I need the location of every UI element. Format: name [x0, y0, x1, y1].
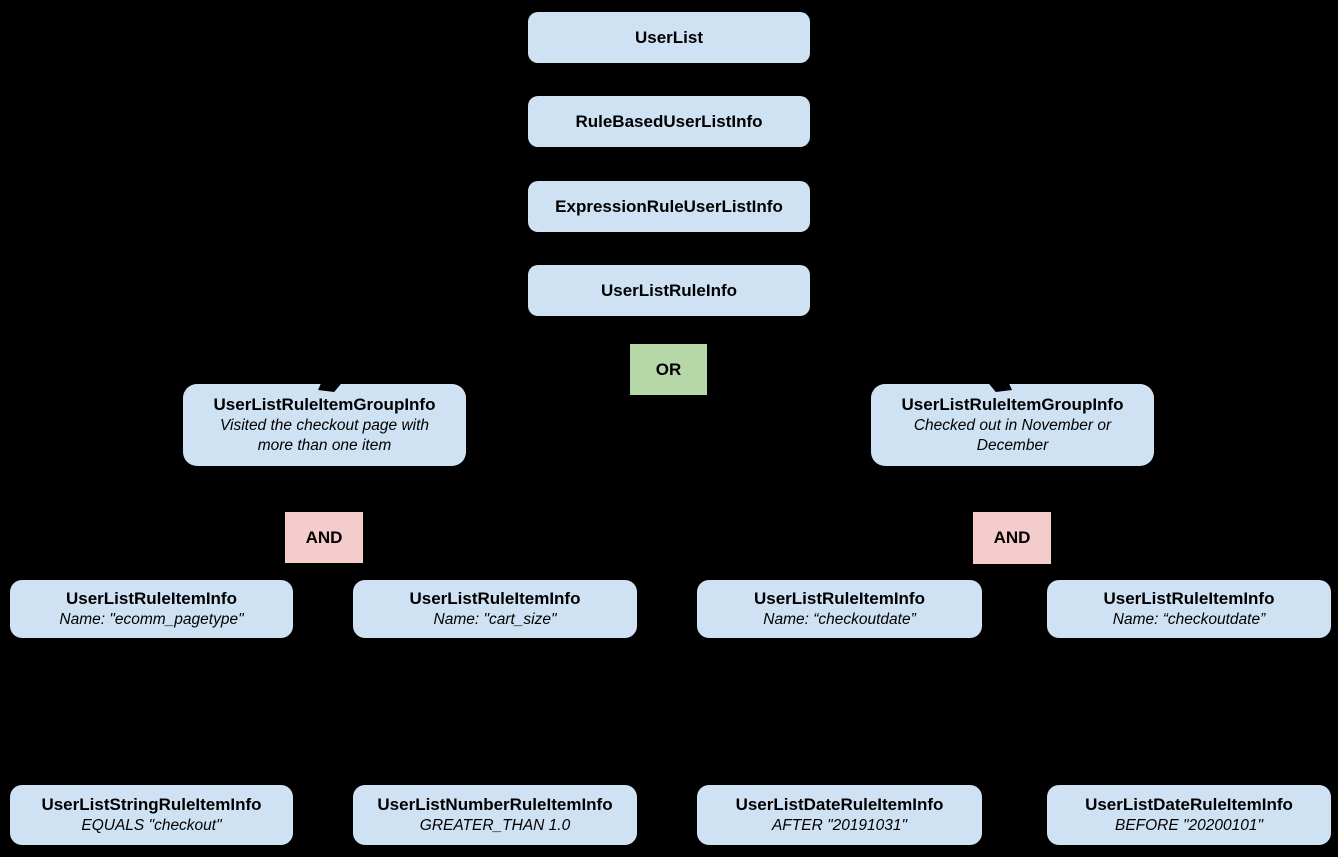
- leaf-node-title: UserListDateRuleItemInfo: [735, 795, 944, 814]
- class-node-expressionruleuserlistinfo: ExpressionRuleUserListInfo: [528, 181, 810, 232]
- group-node-title: UserListRuleItemGroupInfo: [213, 395, 436, 414]
- operator-and-label: AND: [993, 528, 1031, 547]
- rule-item-title: UserListRuleItemInfo: [409, 589, 581, 608]
- class-node-label: ExpressionRuleUserListInfo: [555, 196, 783, 216]
- rule-item-title: UserListRuleItemInfo: [66, 589, 237, 608]
- class-node-label: UserListRuleInfo: [600, 280, 738, 300]
- rule-item-title: UserListRuleItemInfo: [1103, 589, 1275, 608]
- rule-item-subtitle: Name: “checkoutdate”: [763, 611, 916, 628]
- rule-item-subtitle: Name: “checkoutdate”: [1112, 611, 1266, 628]
- group-node-title: UserListRuleItemGroupInfo: [901, 395, 1124, 414]
- group-node-subtitle: Checked out in November or December: [913, 417, 1112, 454]
- operator-and-left: AND: [285, 512, 363, 563]
- leaf-node-subtitle: EQUALS "checkout": [81, 817, 222, 834]
- leaf-node-number-rule: UserListNumberRuleItemInfo GREATER_THAN …: [353, 785, 637, 845]
- rule-item-subtitle: Name: "ecomm_pagetype": [59, 611, 244, 628]
- leaf-node-date-rule-after: UserListDateRuleItemInfo AFTER "20191031…: [697, 785, 982, 845]
- class-node-label: UserList: [634, 27, 704, 47]
- leaf-node-subtitle: BEFORE "20200101": [1114, 817, 1263, 834]
- rule-item-node-cart-size: UserListRuleItemInfo Name: "cart_size": [353, 580, 637, 638]
- group-node-checked-out: UserListRuleItemGroupInfo Checked out in…: [871, 384, 1154, 466]
- rule-item-subtitle: Name: "cart_size": [433, 611, 557, 628]
- operator-or: OR: [630, 344, 707, 395]
- group-node-checkout-page: UserListRuleItemGroupInfo Visited the ch…: [183, 384, 466, 466]
- class-node-userlist: UserList: [528, 12, 810, 63]
- class-node-rulebaseduserlistinfo: RuleBasedUserListInfo: [528, 96, 810, 147]
- rule-item-title: UserListRuleItemInfo: [754, 589, 925, 608]
- leaf-node-subtitle: AFTER "20191031": [771, 817, 908, 834]
- rule-item-node-ecomm-pagetype: UserListRuleItemInfo Name: "ecomm_pagety…: [10, 580, 293, 638]
- leaf-node-title: UserListDateRuleItemInfo: [1085, 795, 1293, 814]
- group-node-subtitle: Visited the checkout page with more than…: [219, 417, 430, 454]
- operator-and-label: AND: [305, 527, 343, 547]
- class-node-label: RuleBasedUserListInfo: [575, 111, 763, 131]
- leaf-node-date-rule-before: UserListDateRuleItemInfo BEFORE "2020010…: [1047, 785, 1331, 845]
- operator-or-label: OR: [655, 359, 682, 379]
- leaf-node-subtitle: GREATER_THAN 1.0: [419, 817, 571, 834]
- operator-and-right: AND: [973, 512, 1051, 564]
- rule-item-node-checkoutdate-2: UserListRuleItemInfo Name: “checkoutdate…: [1047, 580, 1331, 638]
- leaf-node-string-rule: UserListStringRuleItemInfo EQUALS "check…: [10, 785, 293, 845]
- leaf-node-title: UserListStringRuleItemInfo: [41, 795, 262, 814]
- rule-item-node-checkoutdate-1: UserListRuleItemInfo Name: “checkoutdate…: [697, 580, 982, 638]
- leaf-node-title: UserListNumberRuleItemInfo: [377, 795, 613, 814]
- class-node-userlistruleinfo: UserListRuleInfo: [528, 265, 810, 316]
